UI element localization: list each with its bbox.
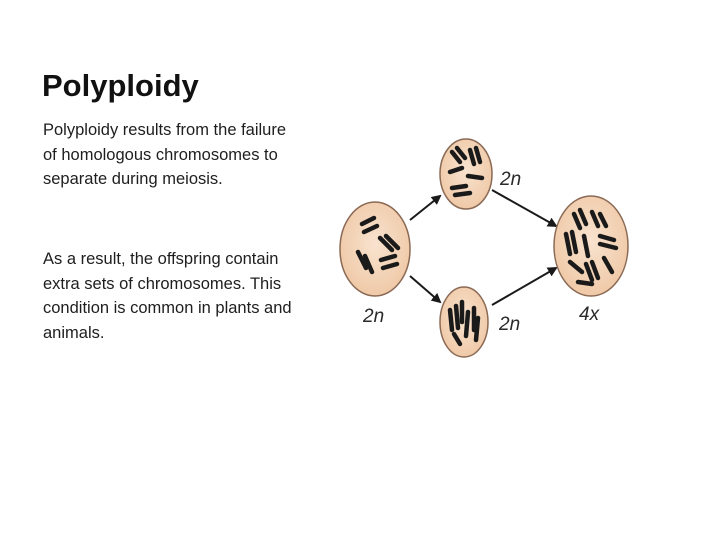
paragraph-definition: Polyploidy results from the failure of h… (43, 121, 287, 188)
gamete-top-cell-label: 2n (499, 169, 521, 190)
chromosomes (355, 215, 401, 275)
gamete-bottom-cell-label: 2n (498, 314, 520, 335)
chromosomes (447, 299, 481, 347)
chromosomes (563, 207, 619, 287)
paragraph-result: As a result, the offspring contain extra… (43, 250, 292, 342)
gamete-bottom-cell (439, 286, 489, 358)
parent-cell-label: 2n (362, 306, 384, 327)
arrow-parent-to-gamete-bottom (409, 275, 442, 304)
gamete-top-cell (439, 138, 493, 210)
arrow-gamete-top-to-offspring (491, 189, 558, 227)
offspring-cell-label: 4x (579, 304, 601, 325)
slide-title: Polyploidy (42, 68, 199, 103)
chromosomes (447, 145, 485, 198)
arrow-gamete-bottom-to-offspring (491, 266, 558, 306)
offspring-cell (553, 195, 629, 297)
arrow-parent-to-gamete-top (409, 194, 442, 221)
parent-cell (339, 201, 411, 297)
